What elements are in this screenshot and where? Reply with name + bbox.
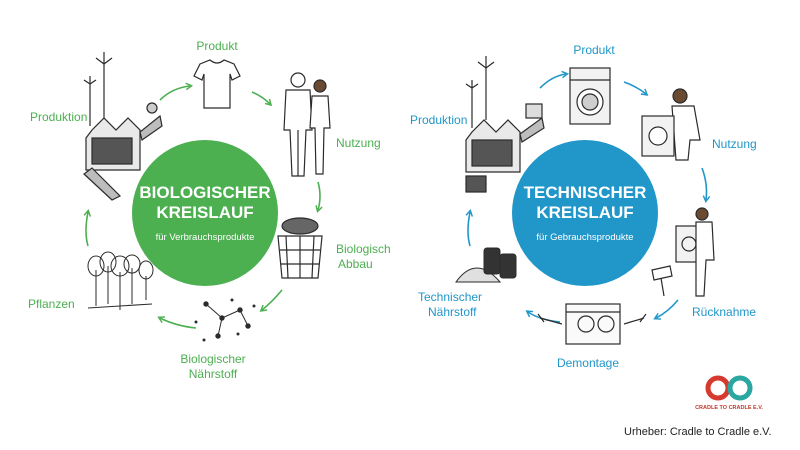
tech-arrow-ruecknahme-demontage: [653, 299, 679, 320]
bio-arrow-produkt-nutzung: [251, 91, 273, 107]
bio-arrow-nutzung-abbau: [315, 181, 323, 213]
return-sign-icon: [651, 207, 715, 297]
bio-arrow-abbau-naehrstoff: [259, 289, 283, 312]
tech-arrow-produktion-produkt: [539, 70, 570, 89]
bio-label-naehrstoff-line2: Nährstoff: [189, 367, 238, 381]
tech-label-produkt: Produkt: [573, 43, 615, 57]
tech-subtitle: für Gebrauchsprodukte: [536, 232, 633, 243]
bio-label-naehrstoff-line1: Biologischer: [180, 352, 245, 366]
bio-label-produktion: Produktion: [30, 110, 87, 124]
compost-bin-icon: [277, 217, 323, 279]
tech-cycle: TECHNISCHER KREISLAUF für Gebrauchsprodu…: [410, 43, 757, 370]
factory-icon: [465, 56, 545, 193]
tech-title-line1: TECHNISCHER: [524, 183, 647, 202]
washing-machine-icon: [569, 67, 611, 125]
bio-arrows: [83, 82, 323, 329]
tech-title-line2: KREISLAUF: [536, 203, 633, 222]
bio-cycle: BIOLOGISCHER KREISLAUF für Verbrauchspro…: [28, 39, 391, 381]
factory-icon: [83, 52, 163, 201]
bio-label-abbau-line1: Biologisch: [336, 242, 391, 256]
tech-arrow-produkt-nutzung: [623, 81, 649, 96]
disassembly-icon: [537, 303, 647, 345]
bio-arrow-produktion-produkt: [159, 82, 194, 101]
bio-arrow-naehrstoff-pflanzen: [157, 316, 197, 329]
bio-label-pflanzen: Pflanzen: [28, 297, 75, 311]
bio-circle: [132, 140, 278, 286]
man-with-machine-icon: [641, 88, 701, 161]
tshirt-icon: [193, 59, 241, 109]
tech-arrow-nutzung-ruecknahme: [701, 167, 711, 204]
logo-ring-right: [727, 375, 753, 401]
tech-label-ruecknahme: Rücknahme: [692, 305, 756, 319]
tech-arrow-naehrstoff-produktion: [465, 209, 474, 247]
raw-material-pile-icon: [455, 247, 517, 283]
tech-label-nutzung: Nutzung: [712, 137, 757, 151]
bio-label-abbau-line2: Abbau: [338, 257, 373, 271]
tech-label-demontage: Demontage: [557, 356, 619, 370]
tech-arrow-demontage-naehrstoff: [525, 310, 561, 323]
bio-title-line1: BIOLOGISCHER: [139, 183, 270, 202]
tech-label-naehrstoff-line2: Nährstoff: [428, 305, 477, 319]
bio-label-produkt: Produkt: [196, 39, 238, 53]
cradle-to-cradle-logo: CRADLE TO CRADLE E.V.: [695, 375, 763, 411]
logo-ring-left: [705, 375, 731, 401]
bio-label-nutzung: Nutzung: [336, 136, 381, 150]
tech-label-produktion: Produktion: [410, 113, 467, 127]
tech-label-naehrstoff-line1: Technischer: [418, 290, 482, 304]
bio-subtitle: für Verbrauchsprodukte: [156, 232, 255, 243]
couple-icon: [283, 72, 331, 177]
logo-text: CRADLE TO CRADLE E.V.: [695, 405, 763, 411]
image-credit: Urheber: Cradle to Cradle e.V.: [624, 426, 772, 438]
bio-title-line2: KREISLAUF: [156, 203, 253, 222]
trees-icon: [87, 251, 154, 310]
nutrient-molecule-icon: [194, 298, 256, 342]
tech-circle: [512, 140, 658, 286]
bio-arrow-pflanzen-produktion: [83, 209, 92, 247]
